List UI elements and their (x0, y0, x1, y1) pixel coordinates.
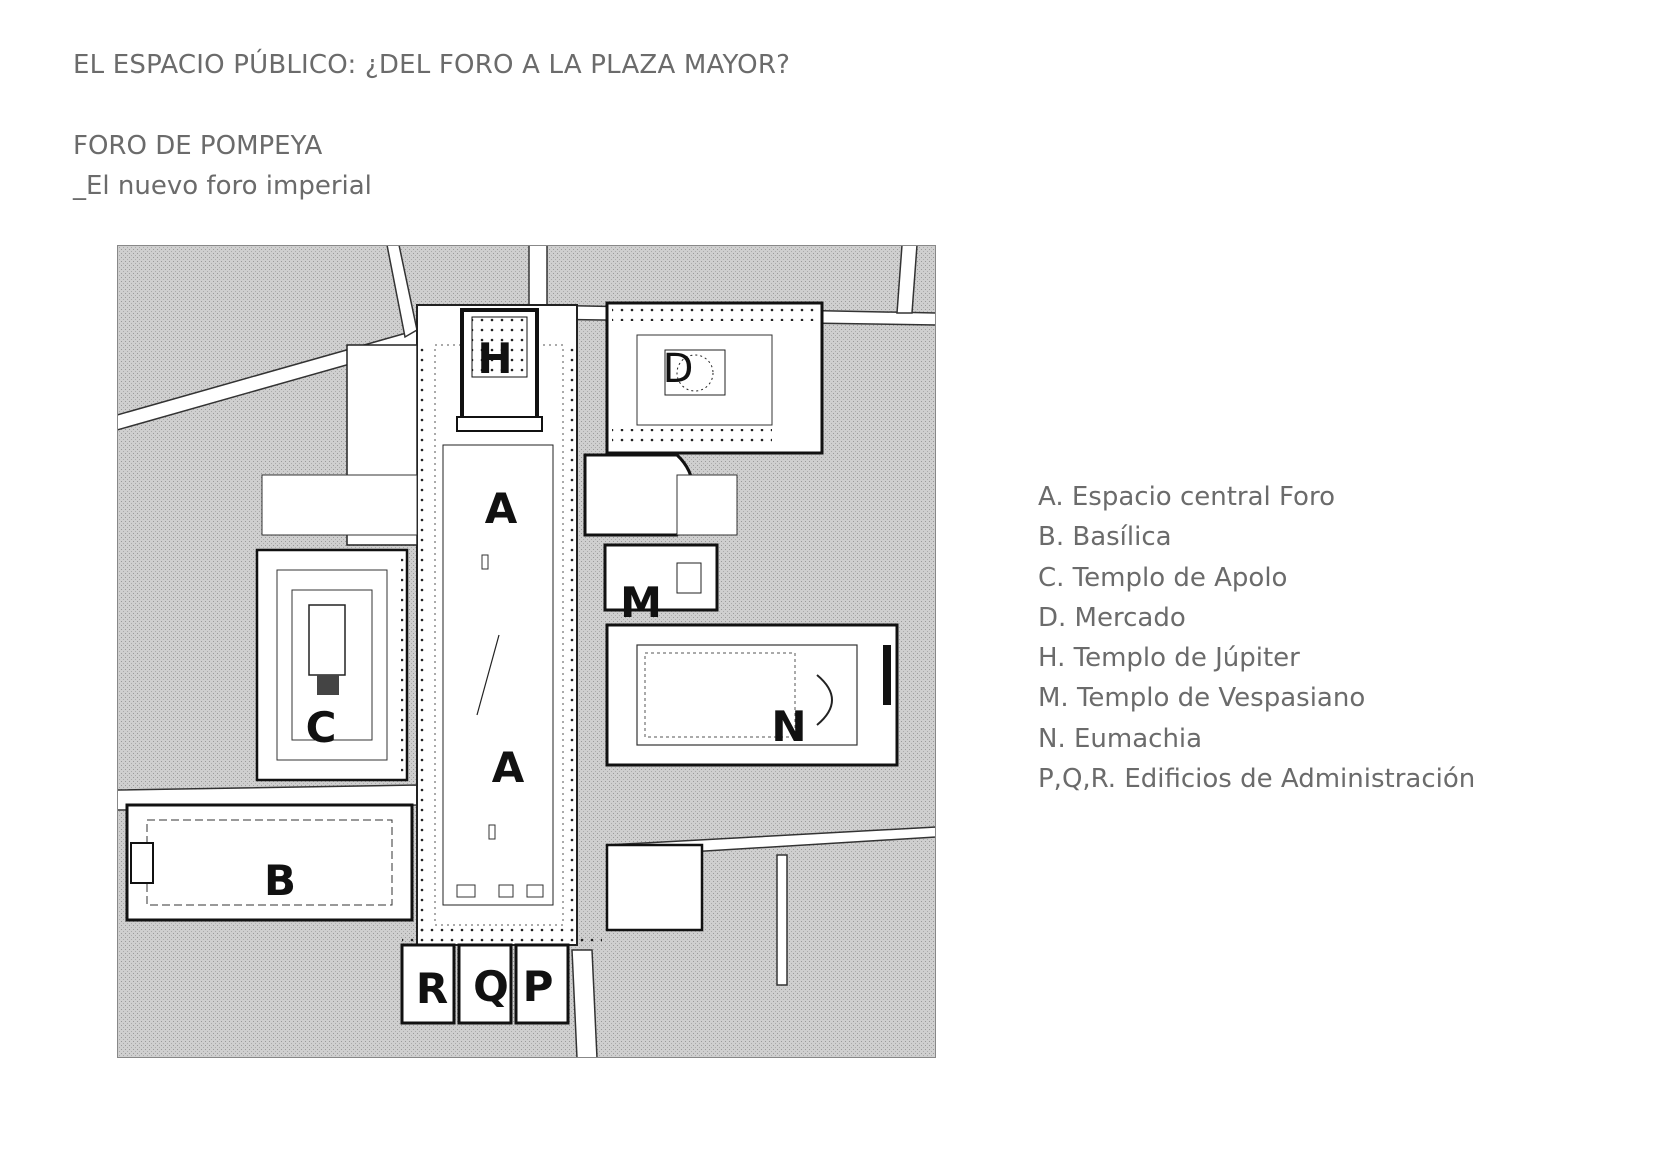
map-frame (117, 245, 936, 1058)
map-label-m: M (620, 578, 662, 627)
map-label-r: R (416, 964, 448, 1013)
administrative-buildings (400, 935, 602, 1025)
subtitle-block: FORO DE POMPEYA _El nuevo foro imperial (73, 126, 372, 206)
temple-jupiter (456, 308, 543, 432)
legend-list: A. Espacio central Foro B. Basílica C. T… (1038, 477, 1475, 799)
map-label-p: P (523, 962, 554, 1011)
map-label-a-bottom: A (492, 743, 525, 792)
sanctuary-lares (583, 453, 738, 537)
legend-item: C. Templo de Apolo (1038, 562, 1288, 593)
subtitle-secondary: _El nuevo foro imperial (73, 171, 372, 201)
legend-item: B. Basílica (1038, 522, 1172, 553)
map-label-b: B (264, 856, 296, 905)
subtitle-main: FORO DE POMPEYA (73, 131, 323, 161)
comitium (605, 843, 704, 932)
eumachia-building (605, 623, 899, 767)
map-label-c: C (306, 703, 337, 752)
temple-apollo (255, 548, 409, 782)
forum-plan-map: H D A M C N A B R Q P (117, 245, 936, 1058)
basilica (125, 803, 414, 922)
map-label-n: N (771, 702, 806, 751)
legend-item: A. Espacio central Foro (1038, 482, 1335, 512)
market-west (261, 344, 418, 546)
page-title: EL ESPACIO PÚBLICO: ¿DEL FORO A LA PLAZA… (73, 50, 791, 80)
legend-item: D. Mercado (1038, 602, 1186, 633)
macellum (605, 301, 824, 455)
map-label-a-top: A (485, 484, 518, 533)
legend-item: H. Templo de Júpiter (1038, 643, 1300, 674)
forum-colonnades (417, 345, 577, 935)
legend-item: M. Templo de Vespasiano (1038, 683, 1366, 714)
map-label-d: D (663, 346, 694, 392)
map-label-h: H (477, 334, 512, 383)
map-label-q: Q (473, 962, 509, 1011)
temple-vespasian (603, 543, 719, 612)
legend-item: N. Eumachia (1038, 723, 1203, 754)
legend-item: P,Q,R. Edificios de Administración (1038, 764, 1476, 795)
